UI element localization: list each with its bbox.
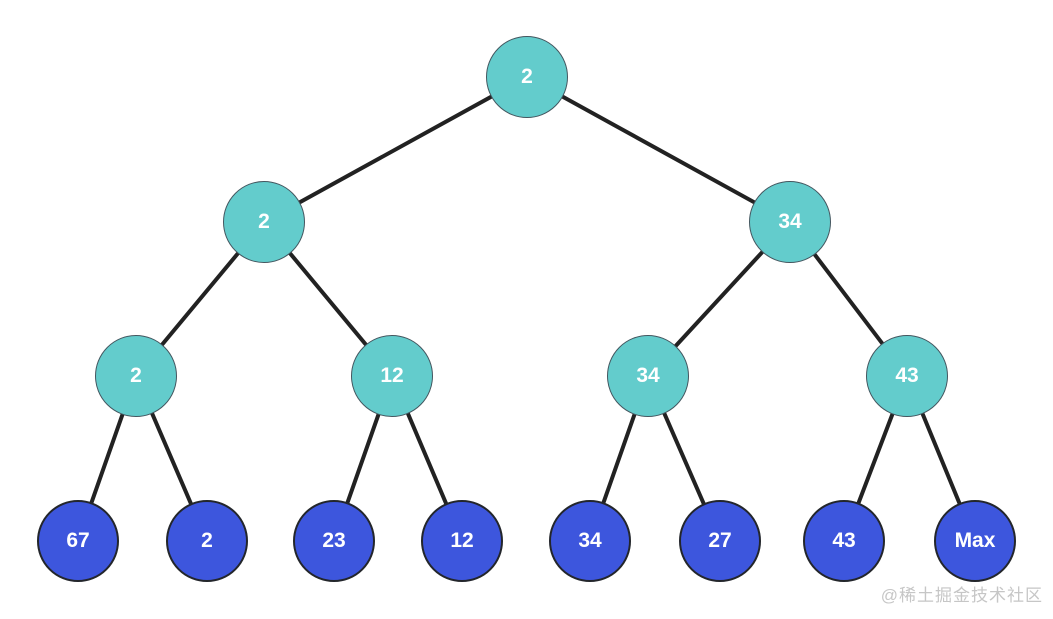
node-label: 2 xyxy=(130,364,142,387)
tree-node-leaf-2: 23 xyxy=(293,500,375,582)
tree-node-leaf-1: 2 xyxy=(166,500,248,582)
node-label: 23 xyxy=(322,529,346,552)
watermark: @稀土掘金技术社区 xyxy=(880,586,1043,605)
node-label: 12 xyxy=(380,364,404,387)
tree-node-l2-3: 43 xyxy=(866,335,948,417)
node-label: 2 xyxy=(201,529,213,552)
tree-node-leaf-4: 34 xyxy=(549,500,631,582)
tree-node-l1-1: 34 xyxy=(749,181,831,263)
node-label: 34 xyxy=(636,364,660,387)
node-label: 67 xyxy=(66,529,90,552)
tree-edge xyxy=(525,75,792,224)
tree-node-leaf-6: 43 xyxy=(803,500,885,582)
tree-node-l2-2: 34 xyxy=(607,335,689,417)
tree-node-root: 2 xyxy=(486,36,568,118)
node-label: 34 xyxy=(778,210,802,233)
node-label: 43 xyxy=(832,529,856,552)
node-label: Max xyxy=(954,529,996,552)
node-label: 2 xyxy=(258,210,270,233)
tree-node-leaf-5: 27 xyxy=(679,500,761,582)
node-label: 27 xyxy=(708,529,732,552)
node-label: 12 xyxy=(450,529,474,552)
tree-node-l1-0: 2 xyxy=(223,181,305,263)
tree-node-l2-1: 12 xyxy=(351,335,433,417)
node-label: 2 xyxy=(521,65,533,88)
node-label: 34 xyxy=(578,529,602,552)
node-label: 43 xyxy=(895,364,919,387)
tree-node-leaf-0: 67 xyxy=(37,500,119,582)
tree-edge xyxy=(262,75,529,224)
tree-node-leaf-3: 12 xyxy=(421,500,503,582)
tree-node-leaf-7: Max xyxy=(934,500,1016,582)
tree-node-l2-0: 2 xyxy=(95,335,177,417)
